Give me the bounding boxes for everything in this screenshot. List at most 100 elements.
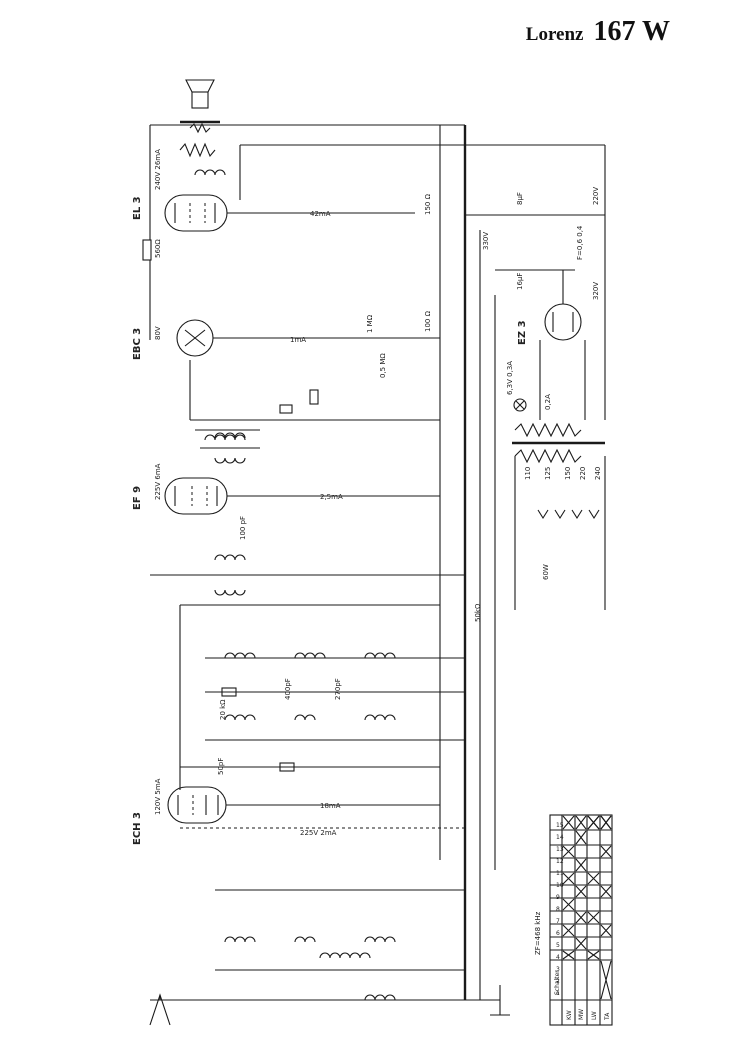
tube-ech3-rating: 120V 5mA [154,778,162,815]
res-560-label: 560Ω [154,239,162,258]
ech3-current-label: 18mA [320,802,341,810]
supply-320-label: 320V [592,282,600,300]
rf-coil-network-icon [179,604,465,790]
lamp-label: 6,3V 0,3A [506,361,514,395]
el3-current-label: 42mA [310,210,331,218]
if-transformer-1-icon [200,432,260,464]
schematic-title: Lorenz 167 W [526,16,670,48]
tube-el3-icon [164,194,415,232]
tap-125-label: 125 [544,467,552,480]
switch-mark [562,815,575,830]
res-150-label: 150 Ω [424,193,432,215]
antenna-icon [149,993,171,1026]
output-transformer-icon [179,142,241,200]
switch-mark [562,845,575,858]
zf-label: ZF=468 kHz [534,911,542,955]
tube-ech3-label: ECH 3 [132,812,143,845]
switch-mark [575,937,587,950]
tube-ef9-icon [164,477,440,515]
switch-mark [600,960,612,1000]
detector-network-icon [189,360,440,441]
switch-col-number: 3 [556,966,560,973]
switch-col-number: 13 [556,846,564,853]
switch-table-header: Schalter [554,970,561,995]
ground-icon [490,985,510,1016]
tube-ebc3-label: EBC 3 [132,328,143,360]
tap-240-label: 240 [594,467,602,480]
tube-ef9-label: EF 9 [132,486,143,510]
ebc3-grid-label: 0,5 MΩ [379,353,387,378]
elko-16-label: 16µF [516,273,524,290]
switch-mark [575,911,587,924]
tube-el3-label: EL 3 [132,196,143,220]
switch-mark [575,815,587,830]
tube-ebc3-icon [176,319,440,357]
elko-8-label: 8µF [516,192,524,205]
switch-col-number: 5 [556,942,560,949]
switch-col-number: 1 [556,990,560,997]
switch-mark [562,950,575,960]
brand-label: Lorenz [525,24,584,45]
switch-row-lw: LW [591,1011,598,1020]
switch-col-number: 6 [556,930,560,937]
model-label: 167 W [593,16,671,47]
switch-col-number: 7 [556,918,560,925]
cap-100pF-label: 100 pF [239,516,247,540]
ech3-anode-label: 225V 2mA [300,829,337,837]
supply-220-label: 220V [592,187,600,205]
cap-50pF-label: 50pF [217,758,225,775]
switch-mark [600,845,612,858]
res-100-label: 100 Ω [424,310,432,332]
switch-mark [600,815,612,830]
tap-150-label: 150 [564,467,572,480]
fuse-lamp-label: 0,2A [544,394,552,410]
switch-mark [575,830,587,845]
power-transformer-icon [512,422,606,610]
ef9-current-label: 2,5mA [320,493,343,501]
ebc3-current-label: 1mA [290,336,306,344]
switch-col-number: 14 [556,834,564,841]
switch-mark [587,872,600,885]
switch-col-number: 2 [556,978,560,985]
switch-row-mw: MW [578,1009,585,1020]
cap-400pF-label: 400pF [284,678,292,700]
switch-mark [575,885,587,898]
switch-mark [587,911,600,924]
res-50k-label: 50kΩ [474,603,482,622]
antenna-coil-network-icon [215,889,465,1001]
tube-el3-rating: 240V 26mA [154,149,162,190]
resistor-560-icon [142,239,152,261]
switch-col-number: 8 [556,906,560,913]
tube-ez3-icon [539,270,586,420]
switch-col-number: 12 [556,858,564,865]
res-1M-label: 1 MΩ [366,314,374,333]
switch-mark [562,898,575,911]
cap-270pF-label: 270pF [334,678,342,700]
switch-col-number: 10 [556,882,564,889]
res-20k-label: 20 kΩ [219,699,227,720]
loudspeaker-icon [180,79,220,134]
switch-mark [587,950,600,960]
power-label: 60W [542,564,550,580]
supply-330-label: 330V [482,232,490,250]
if-transformer-2-icon [150,554,465,596]
switch-col-number: 9 [556,894,560,901]
switch-mark [600,924,612,937]
switch-col-number: 11 [556,870,564,877]
switch-mark [562,924,575,937]
tap-220-label: 220 [579,467,587,480]
pilot-lamp-icon [513,398,527,412]
tube-ez3-label: EZ 3 [517,320,528,345]
switch-col-number: 15 [556,822,564,829]
tube-ef9-rating: 225V 6mA [154,463,162,500]
switch-mark [600,885,612,898]
switch-row-kw: KW [566,1010,573,1020]
tube-ebc3-rating: 80V [154,326,162,340]
switch-mark [575,858,587,872]
switch-col-number: 4 [556,954,560,961]
tap-110-label: 110 [524,467,532,480]
switch-row-ta: TA [604,1012,611,1021]
